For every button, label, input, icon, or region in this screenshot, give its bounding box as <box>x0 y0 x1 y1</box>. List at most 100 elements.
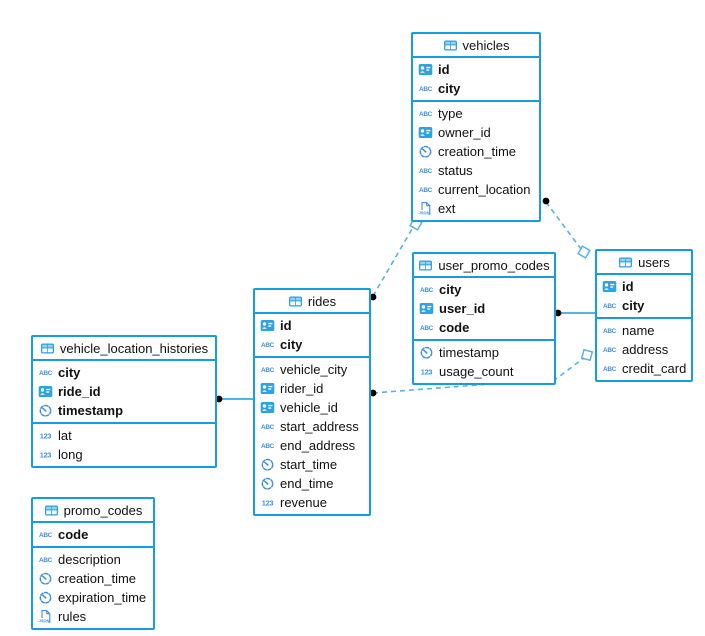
svg-text:ABC: ABC <box>420 287 434 294</box>
abc-text-icon: ABC <box>260 337 275 352</box>
id-badge-icon <box>260 318 275 333</box>
field-name: usage_count <box>439 364 514 379</box>
field-row-users-credit_card[interactable]: ABC credit_card <box>597 359 691 378</box>
field-row-users-id[interactable]: id <box>597 277 691 296</box>
field-name: timestamp <box>439 345 499 360</box>
field-row-user_promo_codes-user_id[interactable]: user_id <box>414 299 554 318</box>
svg-text:ABC: ABC <box>261 424 275 431</box>
field-row-user_promo_codes-city[interactable]: ABC city <box>414 280 554 299</box>
field-row-vehicles-id[interactable]: id <box>413 60 539 79</box>
clock-icon <box>38 571 53 586</box>
table-grid-icon <box>44 503 59 518</box>
field-name: credit_card <box>622 361 687 376</box>
svg-text:ABC: ABC <box>603 366 617 373</box>
field-row-rides-vehicle_id[interactable]: vehicle_id <box>255 398 369 417</box>
relationship-vehicles-to-users[interactable] <box>545 201 582 250</box>
field-name: timestamp <box>58 403 124 418</box>
table-header-promo_codes[interactable]: promo_codes <box>33 499 153 521</box>
svg-text:123: 123 <box>262 498 274 507</box>
field-row-rides-start_time[interactable]: start_time <box>255 455 369 474</box>
field-row-vehicles-creation_time[interactable]: creation_time <box>413 142 539 161</box>
svg-text:ABC: ABC <box>603 347 617 354</box>
cardinality-dot-rides <box>369 389 377 397</box>
field-row-vehicles-owner_id[interactable]: owner_id <box>413 123 539 142</box>
table-vehicle_location_histories[interactable]: vehicle_location_histories ABC city ride_… <box>31 335 217 468</box>
field-row-vehicle_location_histories-city[interactable]: ABC city <box>33 363 215 382</box>
table-header-users[interactable]: users <box>597 251 691 273</box>
table-grid-icon <box>40 341 55 356</box>
field-row-user_promo_codes-timestamp[interactable]: timestamp <box>414 343 554 362</box>
table-header-vehicles[interactable]: vehicles <box>413 34 539 56</box>
svg-text:ABC: ABC <box>603 328 617 335</box>
table-header-rides[interactable]: rides <box>255 290 369 312</box>
field-name: id <box>280 318 292 333</box>
relationship-rides-to-users[interactable] <box>372 357 585 394</box>
field-row-promo_codes-creation_time[interactable]: creation_time <box>33 569 153 588</box>
field-row-promo_codes-expiration_time[interactable]: expiration_time <box>33 588 153 607</box>
field-row-rides-end_time[interactable]: end_time <box>255 474 369 493</box>
abc-text-icon: ABC <box>38 365 53 380</box>
field-name: id <box>438 62 450 77</box>
svg-text:ABC: ABC <box>39 557 53 564</box>
field-row-vehicle_location_histories-timestamp[interactable]: timestamp <box>33 401 215 420</box>
field-row-rides-revenue[interactable]: 123 revenue <box>255 493 369 512</box>
field-name: city <box>438 81 461 96</box>
clock-icon <box>260 457 275 472</box>
field-name: lat <box>58 428 72 443</box>
json-document-icon: JSON <box>418 201 433 216</box>
field-name: creation_time <box>58 571 137 586</box>
abc-text-icon: ABC <box>418 81 433 96</box>
id-badge-icon <box>260 381 275 396</box>
field-name: creation_time <box>438 144 517 159</box>
field-row-rides-id[interactable]: id <box>255 316 369 335</box>
field-row-users-address[interactable]: ABC address <box>597 340 691 359</box>
field-name: revenue <box>280 495 327 510</box>
abc-text-icon: ABC <box>602 342 617 357</box>
table-header-user_promo_codes[interactable]: user_promo_codes <box>414 254 554 276</box>
relationship-rides-to-vehicles[interactable] <box>372 228 413 297</box>
field-name: city <box>58 365 81 380</box>
table-header-vehicle_location_histories[interactable]: vehicle_location_histories <box>33 337 215 359</box>
field-row-vehicles-city[interactable]: ABC city <box>413 79 539 98</box>
cardinality-square-users <box>577 245 591 259</box>
table-name: vehicle_location_histories <box>59 340 209 356</box>
123-text-icon: 123 <box>260 495 275 510</box>
field-name: id <box>622 279 634 294</box>
field-name: city <box>622 298 645 313</box>
field-name: ride_id <box>58 384 101 399</box>
field-row-rides-rider_id[interactable]: rider_id <box>255 379 369 398</box>
field-row-vehicle_location_histories-ride_id[interactable]: ride_id <box>33 382 215 401</box>
field-name: address <box>622 342 669 357</box>
field-name: rules <box>58 609 87 624</box>
svg-text:ABC: ABC <box>420 325 434 332</box>
abc-text-icon: ABC <box>418 182 433 197</box>
field-name: city <box>439 282 462 297</box>
